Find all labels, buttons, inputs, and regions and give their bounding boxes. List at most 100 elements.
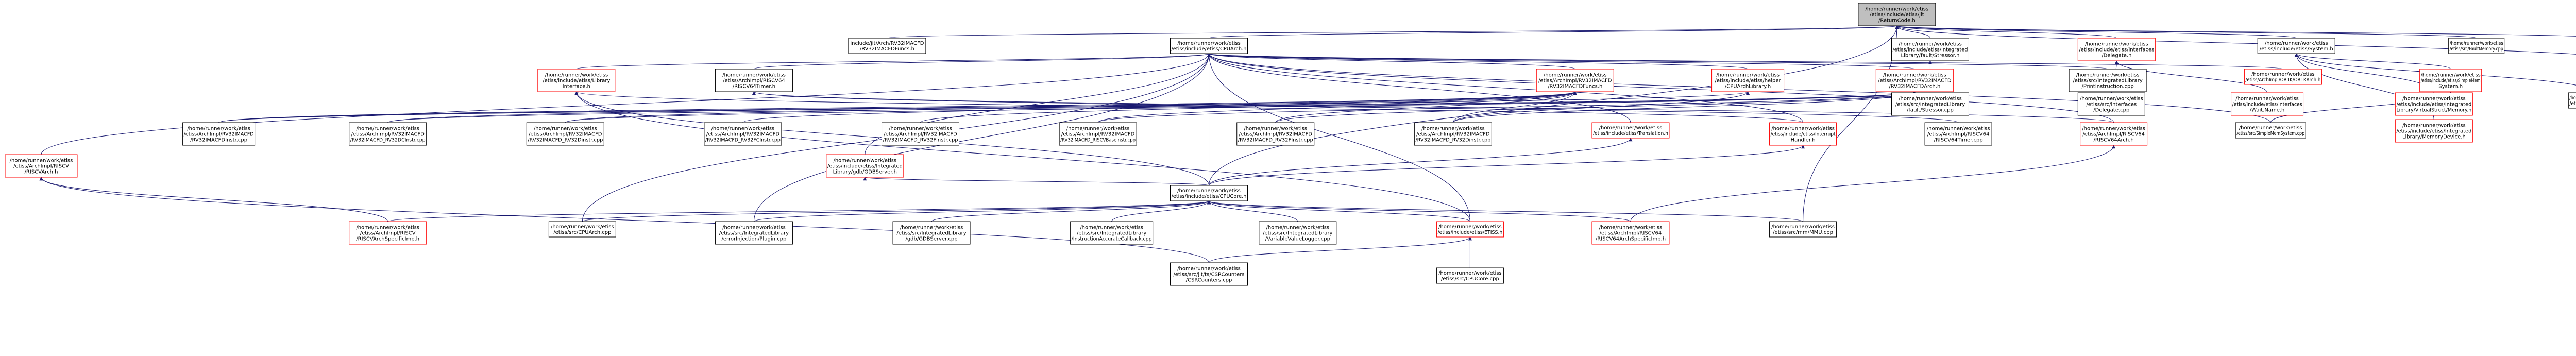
dependency-edge xyxy=(1630,145,2116,222)
graph-node-rvinstr3[interactable]: /home/runner/work/etiss/etiss/ArchImpl/R… xyxy=(526,122,604,146)
graph-node-instrcb[interactable]: /home/runner/work/etiss/etiss/src/Integr… xyxy=(1070,221,1154,245)
graph-node-faultmem[interactable]: /home/runner/work/etiss/etiss/src/FaultM… xyxy=(2448,38,2505,54)
dependency-edge xyxy=(1097,91,1917,123)
graph-node-irqh[interactable]: /home/runner/work/etiss/etiss/include/et… xyxy=(1769,122,1837,146)
graph-node-rv64timer[interactable]: /home/runner/work/etiss/etiss/ArchImpl/R… xyxy=(1924,122,1992,146)
node-box xyxy=(1875,69,1954,92)
node-label-line: /home/runner/work/etiss xyxy=(1771,126,1835,132)
node-label-line: /errorInjection/Plugin.cpp xyxy=(722,236,787,242)
dependency-edge xyxy=(1207,200,1631,222)
node-box xyxy=(1591,221,1670,245)
graph-node-or1k[interactable]: /home/runner/work/etiss/etiss/ArchImpl/O… xyxy=(2244,69,2322,85)
graph-node-rv64arch[interactable]: /home/runner/work/etiss/etiss/ArchImpl/R… xyxy=(2080,122,2148,146)
node-label-line: /home/runner/work/etiss xyxy=(2421,73,2481,78)
graph-node-simplemem[interactable]: /home/runner/work/etiss/etiss/include/et… xyxy=(2419,69,2482,92)
graph-node-pinstr[interactable]: /home/runner/work/etiss/etiss/src/Integr… xyxy=(2069,69,2147,92)
graph-node-rvfuncs[interactable]: /home/runner/work/etiss/etiss/ArchImpl/R… xyxy=(1536,69,1614,92)
node-label-line: /RV32IMACFDArch.h xyxy=(1889,84,1940,90)
node-label-line: /etiss/src/FaultMemory.cpp xyxy=(2450,46,2503,52)
graph-node-fault[interactable]: /home/runner/work/etiss/etiss/include/et… xyxy=(1891,38,1969,61)
dependency-edge xyxy=(753,200,1211,222)
graph-node-rvinstr7[interactable]: /home/runner/work/etiss/etiss/ArchImpl/R… xyxy=(1236,122,1315,146)
graph-node-rvinstr5[interactable]: /home/runner/work/etiss/etiss/ArchImpl/R… xyxy=(882,122,960,146)
node-label-line: /Delegate.h xyxy=(2102,53,2131,59)
node-box xyxy=(1711,69,1785,92)
graph-node-vstruct[interactable]: /home/runner/work/etiss/etiss/include/et… xyxy=(2395,92,2473,116)
node-label-line: /etiss/ArchImpl/RV32IMACFD xyxy=(529,132,602,138)
graph-node-rv32cpu[interactable]: include/jit/Arch/RV32IMACFD/RV32IMACFDFu… xyxy=(848,38,926,54)
node-label-line: /fault/Stressor.cpp xyxy=(1907,108,1954,113)
dependency-edge xyxy=(1209,25,1899,39)
node-label-line: /home/runner/work/etiss xyxy=(2402,96,2466,102)
graph-node-systemcpp[interactable]: /home/runner/work/etiss/etiss/src/System… xyxy=(2568,92,2576,109)
node-label-line: /Delegate.cpp xyxy=(2093,108,2129,113)
node-label-line: /VariableValueLogger.cpp xyxy=(1265,236,1330,242)
node-box xyxy=(1924,122,1992,146)
graph-node-helper[interactable]: /home/runner/work/etiss/etiss/include/et… xyxy=(1711,69,1785,92)
node-label-line: /etiss/src/SimpleMemSystem.cpp xyxy=(2236,131,2304,137)
node-label-line: /etiss/ArchImpl/RV32IMACFD xyxy=(884,132,957,138)
node-label-line: /home/runner/work/etiss xyxy=(722,225,786,231)
graph-node-vvlog[interactable]: /home/runner/work/etiss/etiss/src/Integr… xyxy=(1259,221,1337,245)
node-label-line: /home/runner/work/etiss xyxy=(2251,72,2315,77)
graph-node-cscounters[interactable]: /home/runner/work/etiss/etiss/src/jit/ts… xyxy=(1170,262,1248,286)
dependency-edge xyxy=(1207,53,1631,123)
graph-node-riscvgdb[interactable]: /home/runner/work/etiss/etiss/ArchImpl/R… xyxy=(349,221,427,245)
node-label-line: /home/runner/work/etiss xyxy=(1716,73,1780,78)
graph-node-libif[interactable]: /home/runner/work/etiss/etiss/include/et… xyxy=(537,69,616,92)
dependency-edge xyxy=(218,91,1577,123)
node-box xyxy=(2069,69,2147,92)
graph-node-rvarch[interactable]: /home/runner/work/etiss/etiss/ArchImpl/R… xyxy=(1875,69,1954,92)
graph-node-rvinstr2[interactable]: /home/runner/work/etiss/etiss/ArchImpl/R… xyxy=(349,122,427,146)
graph-node-smemcpp[interactable]: /home/runner/work/etiss/etiss/src/Simple… xyxy=(2235,122,2306,139)
graph-node-root[interactable]: /home/runner/work/etiss/etiss/include/et… xyxy=(1858,3,1936,26)
node-label-line: /home/runner/work/etiss xyxy=(711,126,775,132)
graph-node-rvinstr8[interactable]: /home/runner/work/etiss/etiss/ArchImpl/R… xyxy=(1414,122,1492,146)
node-box xyxy=(704,122,782,146)
node-label-line: /home/runner/work/etiss xyxy=(1883,73,1946,78)
graph-node-gdbcpp[interactable]: /home/runner/work/etiss/etiss/src/Integr… xyxy=(892,221,971,245)
node-label-line: /RISCVArch.h xyxy=(25,169,58,175)
graph-node-rv64spec[interactable]: /home/runner/work/etiss/etiss/ArchImpl/R… xyxy=(1591,221,1670,245)
graph-node-stress[interactable]: /home/runner/work/etiss/etiss/src/Integr… xyxy=(1891,92,1969,116)
graph-node-system[interactable]: /home/runner/work/etiss/etiss/include/et… xyxy=(2257,38,2335,54)
graph-node-errinj[interactable]: /home/runner/work/etiss/etiss/src/Integr… xyxy=(715,221,793,245)
node-box xyxy=(2257,38,2335,54)
node-label-line: /etiss/ArchImpl/RV32IMACFD xyxy=(351,132,425,138)
graph-node-etissh[interactable]: /home/runner/work/etiss/etiss/include/et… xyxy=(1436,221,1504,238)
graph-node-gdbserver[interactable]: /home/runner/work/etiss/etiss/include/et… xyxy=(826,154,904,178)
node-box xyxy=(1414,122,1492,146)
node-label-line: /home/runner/work/etiss xyxy=(2569,95,2576,101)
graph-node-rvinstr4[interactable]: /home/runner/work/etiss/etiss/ArchImpl/R… xyxy=(704,122,782,146)
graph-node-cpuarchcpp[interactable]: /home/runner/work/etiss/etiss/src/CPUArc… xyxy=(548,221,616,238)
node-label-line: Interface.h xyxy=(563,84,590,90)
node-label-line: /RISCV64Timer.cpp xyxy=(1934,138,1982,143)
node-box xyxy=(2568,92,2576,109)
node-label-line: /home/runner/work/etiss xyxy=(187,126,250,132)
node-label-line: /etiss/src/System.cpp xyxy=(2569,101,2576,107)
graph-node-rvinstr1[interactable]: /home/runner/work/etiss/etiss/ArchImpl/R… xyxy=(182,122,256,146)
graph-node-riscvarch[interactable]: /home/runner/work/etiss/etiss/ArchImpl/R… xyxy=(5,154,78,178)
node-label-line: /etiss/include/etiss/CPUArch.h xyxy=(1172,46,1247,52)
graph-node-ifdelcpp[interactable]: /home/runner/work/etiss/etiss/src/interf… xyxy=(2077,92,2145,116)
node-label-line: /RISCVArchSpecificImp.h xyxy=(356,236,419,242)
node-label-line: /home/runner/work/etiss xyxy=(1544,73,1607,78)
node-label-line: /etiss/ArchImpl/RV32IMACFD xyxy=(1061,132,1135,138)
graph-node-ifdel[interactable]: /home/runner/work/etiss/etiss/include/et… xyxy=(2077,38,2156,61)
node-label-line: /RV32IMACFD_RV32DCInstr.cpp xyxy=(350,138,426,143)
graph-node-wait[interactable]: /home/runner/work/etiss/etiss/include/et… xyxy=(2231,92,2304,116)
node-label-line: /home/runner/work/etiss xyxy=(1177,41,1241,46)
node-label-line: /RV32IMACFD_RV32Dinstr.cpp xyxy=(1415,138,1490,143)
node-label-line: System.h xyxy=(2438,84,2463,90)
graph-node-rvinstr6[interactable]: /home/runner/work/etiss/etiss/ArchImpl/R… xyxy=(1059,122,1137,146)
graph-node-cpucorecpp[interactable]: /home/runner/work/etiss/etiss/src/CPUCor… xyxy=(1436,267,1504,284)
graph-node-rv64t[interactable]: /home/runner/work/etiss/etiss/ArchImpl/R… xyxy=(715,69,793,92)
graph-node-cpuarch[interactable]: /home/runner/work/etiss/etiss/include/et… xyxy=(1170,38,1248,54)
node-label-line: /home/runner/work/etiss xyxy=(1066,126,1130,132)
graph-node-mmu[interactable]: /home/runner/work/etiss/etiss/src/mm/MMU… xyxy=(1769,221,1837,238)
graph-node-memdev[interactable]: /home/runner/work/etiss/etiss/include/et… xyxy=(2395,119,2473,143)
node-label-line: /etiss/include/etiss/Integrated xyxy=(2396,102,2471,108)
node-label-line: /ReturnCode.h xyxy=(1878,18,1916,24)
graph-node-translation[interactable]: /home/runner/work/etiss/etiss/include/et… xyxy=(1591,122,1670,139)
graph-node-cpucore[interactable]: /home/runner/work/etiss/etiss/include/et… xyxy=(1170,185,1248,201)
